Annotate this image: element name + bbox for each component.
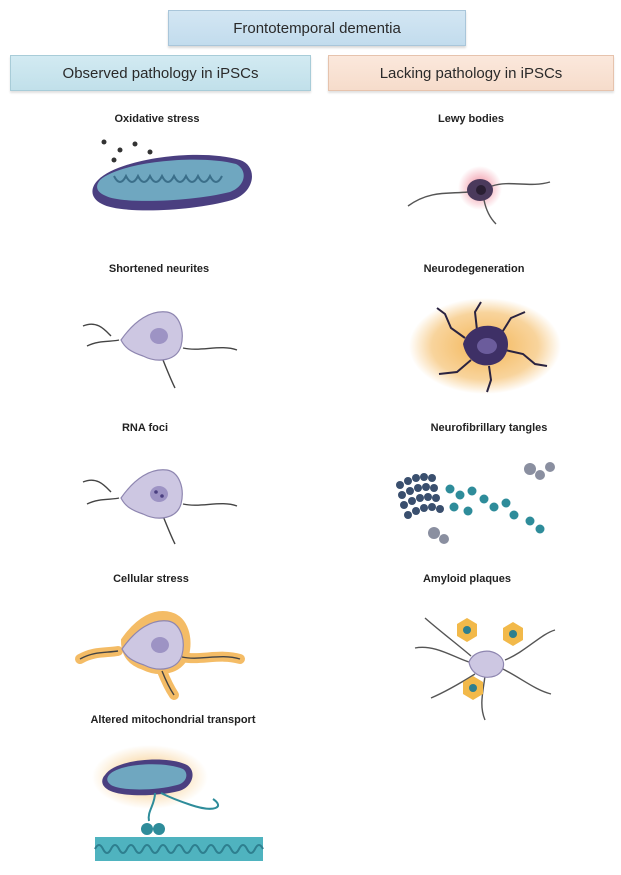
label-shortened-neurites: Shortened neurites bbox=[109, 263, 209, 275]
oxidative-stress-illustration bbox=[80, 130, 260, 225]
neurofibrillary-tangles-illustration bbox=[390, 445, 570, 555]
left-header-label: Observed pathology in iPSCs bbox=[63, 65, 259, 82]
right-column-header: Lacking pathology in iPSCs bbox=[328, 55, 614, 91]
label-lewy-bodies: Lewy bodies bbox=[438, 113, 504, 125]
neurodegeneration-illustration bbox=[405, 290, 565, 400]
label-altered-mitochondrial-transport: Altered mitochondrial transport bbox=[90, 714, 255, 726]
shortened-neurites-illustration bbox=[75, 290, 245, 390]
rna-foci-illustration bbox=[75, 448, 245, 548]
title-box: Frontotemporal dementia bbox=[168, 10, 466, 46]
label-oxidative-stress: Oxidative stress bbox=[115, 113, 200, 125]
label-rna-foci: RNA foci bbox=[122, 422, 168, 434]
diagram-title: Frontotemporal dementia bbox=[233, 20, 401, 37]
lewy-bodies-illustration bbox=[400, 160, 560, 230]
amyloid-plaques-illustration bbox=[405, 598, 565, 723]
altered-mitochondrial-transport-illustration bbox=[95, 735, 265, 875]
label-cellular-stress: Cellular stress bbox=[113, 573, 189, 585]
label-neurofibrillary-tangles: Neurofibrillary tangles bbox=[431, 422, 548, 434]
right-header-label: Lacking pathology in iPSCs bbox=[380, 65, 563, 82]
label-neurodegeneration: Neurodegeneration bbox=[424, 263, 525, 275]
label-amyloid-plaques: Amyloid plaques bbox=[423, 573, 511, 585]
left-column-header: Observed pathology in iPSCs bbox=[10, 55, 311, 91]
cellular-stress-illustration bbox=[70, 595, 250, 700]
